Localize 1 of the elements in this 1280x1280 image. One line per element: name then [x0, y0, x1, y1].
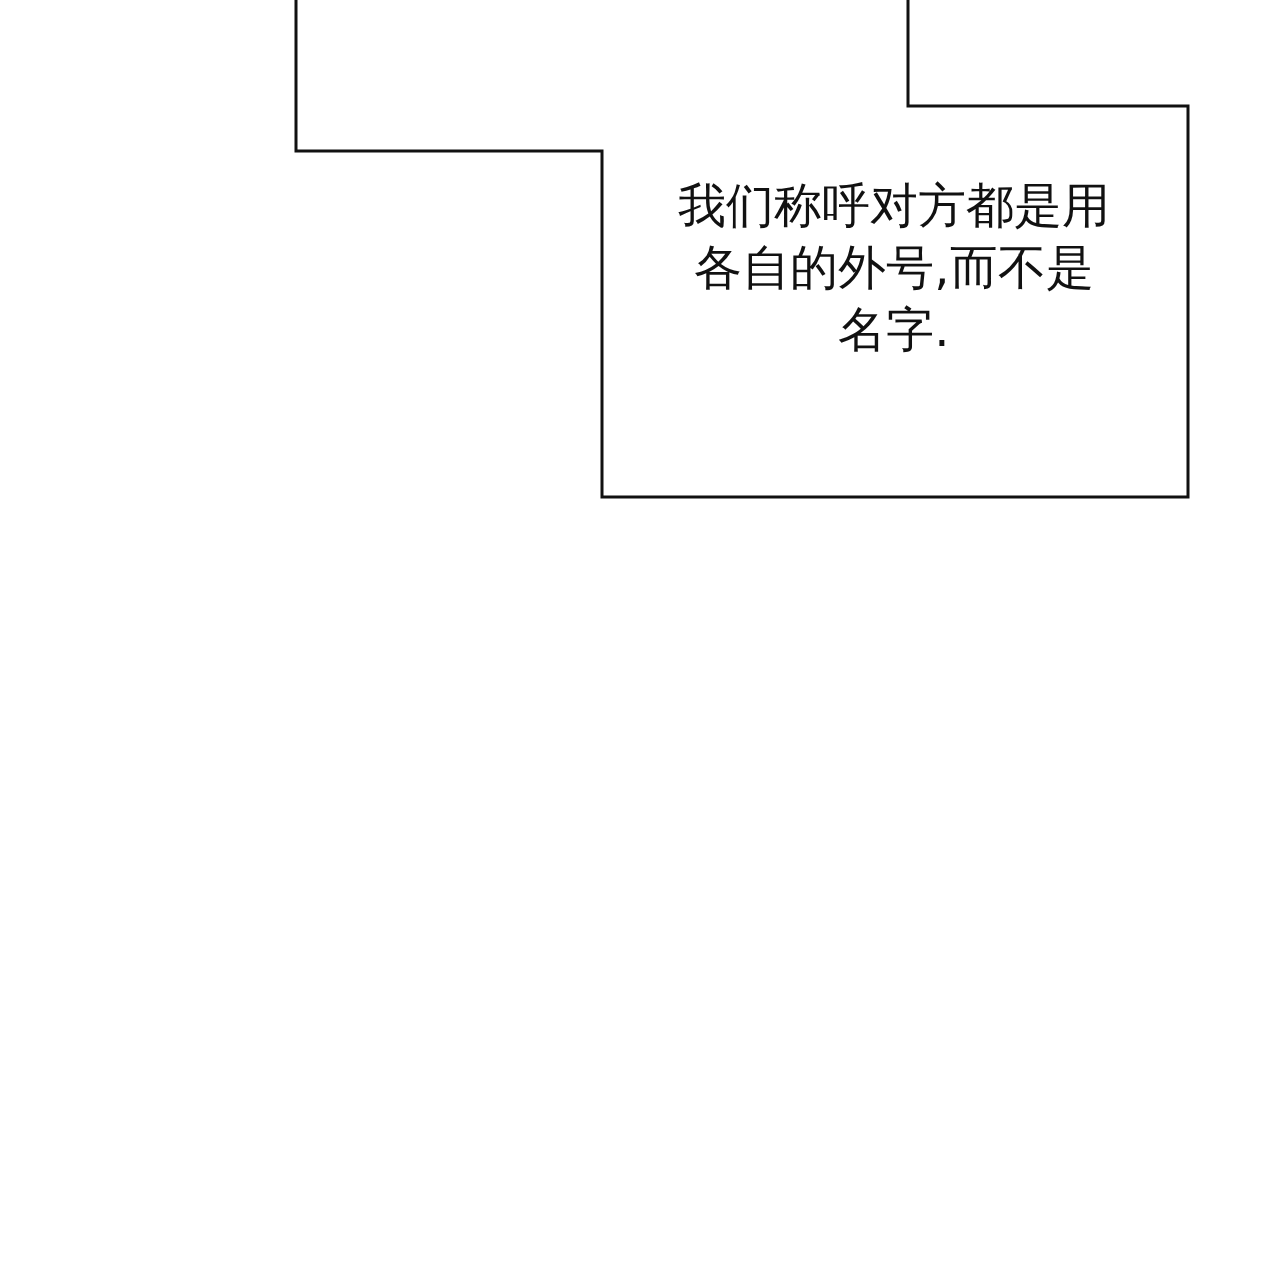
caption-text: 我们称呼对方都是用各自的外号,而不是名字.: [677, 176, 1111, 359]
